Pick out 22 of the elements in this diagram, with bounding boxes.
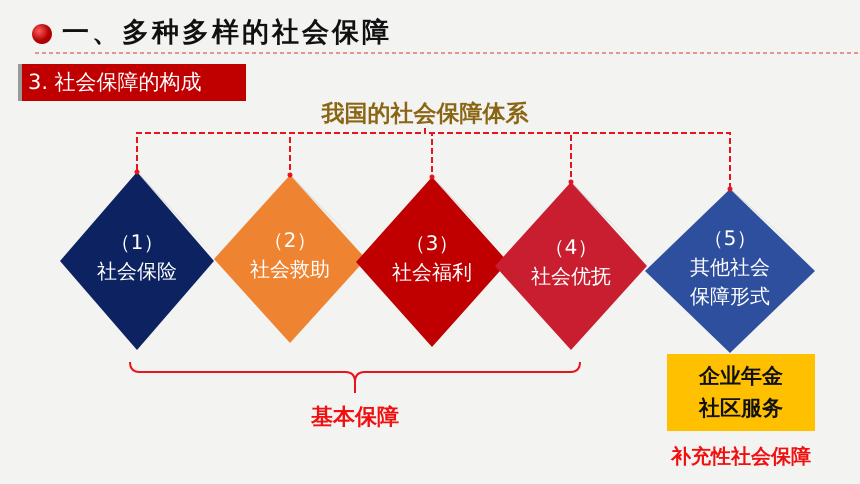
item-name: 社会救助	[249, 256, 331, 283]
item-number: （1）	[110, 229, 164, 256]
item-name: 社区服务	[699, 394, 783, 422]
item-number: （4）	[544, 234, 598, 261]
item-number: （3）	[406, 230, 458, 257]
item-number: （5）	[704, 224, 756, 252]
item-name: 社会保险	[96, 258, 178, 285]
item-number: （2）	[264, 227, 316, 254]
item-name: 其他社会保障形式	[689, 254, 771, 310]
box-caption: 补充性社会保障	[670, 443, 812, 470]
category-diamond	[645, 189, 815, 353]
category-diamond	[495, 182, 647, 350]
group-label: 基本保障	[310, 404, 400, 432]
section-heading: 3. 社会保障的构成	[18, 64, 246, 101]
item-name: 社会优抚	[530, 263, 612, 290]
supplement-box	[667, 354, 815, 431]
connector	[424, 128, 732, 192]
slide-title: 一、多种多样的社会保障	[62, 16, 392, 50]
diagram-heading: 我国的社会保障体系	[290, 98, 560, 128]
category-diamond	[60, 172, 214, 350]
item-name: 企业年金	[699, 363, 783, 390]
item-name: 社会福利	[391, 259, 473, 286]
